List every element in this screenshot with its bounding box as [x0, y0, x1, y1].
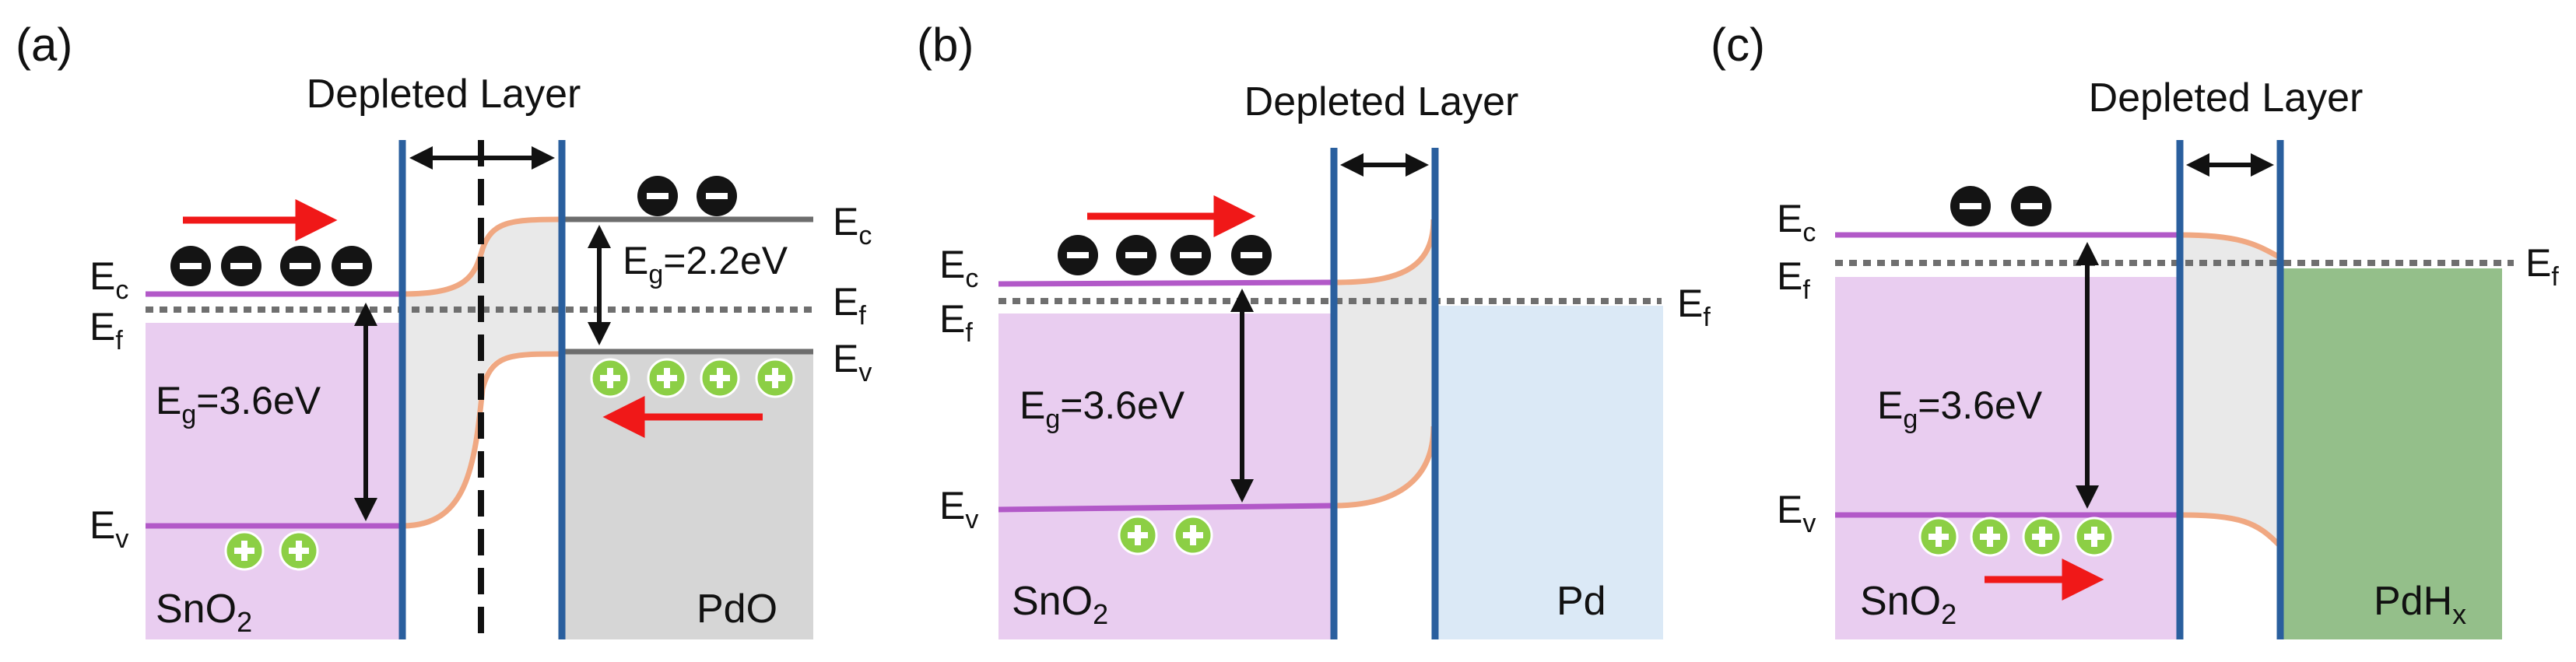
hole [1173, 515, 1213, 555]
pdo-ev-label: Ev [833, 337, 872, 387]
pdhx-material-label: PdHx [2374, 579, 2466, 630]
depletion-region [1334, 219, 1434, 506]
conduction-bend-curve [402, 216, 563, 297]
sno2-bandgap-label: Eg=3.6eV [1877, 384, 2043, 434]
hole [1118, 515, 1158, 555]
electron [697, 176, 737, 216]
sno2-bandgap-label: Eg=3.6eV [156, 379, 321, 429]
sno2-material-label: SnO2 [156, 587, 252, 638]
depleted-layer-label: Depleted Layer [2089, 75, 2364, 121]
sno2-ec-label: Ec [89, 254, 128, 305]
electron [332, 246, 372, 286]
pdo-material-label: PdO [697, 587, 777, 632]
sno2-ec-line [998, 279, 1335, 287]
valence-bend-curve [2179, 512, 2281, 547]
electron [1950, 186, 1991, 226]
hole [647, 358, 687, 398]
sno2-region [998, 313, 1334, 639]
pdo-ec-label: Ec [833, 200, 872, 250]
sno2-ef-label: Ef [1777, 254, 1810, 305]
panel-label: (a) [16, 19, 72, 71]
pdo-ef-label: Ef [833, 280, 866, 331]
electron [170, 246, 211, 286]
hole [700, 358, 740, 398]
sno2-material-label: SnO2 [1012, 579, 1108, 630]
hole [1918, 517, 1959, 557]
sno2-ev-line [998, 503, 1335, 513]
sno2-ev-label: Ev [89, 503, 128, 554]
depletion-region [2180, 235, 2279, 545]
electron [1170, 235, 1211, 275]
depleted-layer-label: Depleted Layer [1244, 79, 1519, 124]
hole [2074, 517, 2114, 557]
valence-bend-curve [402, 351, 563, 529]
pdo-bandgap-label: Eg=2.2eV [623, 239, 788, 289]
sno2-ev-label: Ev [939, 484, 978, 534]
hole [2022, 517, 2062, 557]
electron [637, 176, 678, 216]
pd-ef-label: Ef [1677, 282, 1711, 332]
panel-b: Depleted Layer (b) Ec Ef Ev Eg=3.6eV SnO… [917, 19, 1711, 639]
sno2-material-label: SnO2 [1860, 579, 1957, 630]
pdhx-region [2282, 268, 2502, 639]
electron [1231, 235, 1272, 275]
pdhx-ef-label: Ef [2525, 241, 2559, 292]
pd-material-label: Pd [1556, 579, 1606, 624]
sno2-ef-label: Ef [89, 305, 123, 356]
hole [1970, 517, 2010, 557]
sno2-ev-label: Ev [1777, 488, 1816, 538]
depletion-region [402, 219, 562, 526]
sno2-bandgap-label: Eg=3.6eV [1020, 384, 1185, 434]
hole [279, 531, 319, 571]
hole [755, 358, 795, 398]
electron [1058, 235, 1098, 275]
hole [590, 358, 630, 398]
electron [2011, 186, 2051, 226]
panel-a: Depleted Layer (a) Ec Ef Ev Eg=3.6eV SnO… [16, 19, 872, 639]
sno2-ec-label: Ec [1777, 197, 1816, 247]
depleted-layer-label: Depleted Layer [307, 72, 581, 117]
conduction-bend-curve [2179, 232, 2280, 260]
electron [221, 246, 261, 286]
sno2-ef-label: Ef [939, 297, 973, 348]
panel-c: Depleted Layer (c) Ec Ef Ev Eg=3.6eV SnO… [1711, 19, 2559, 639]
electron [1116, 235, 1156, 275]
electron [280, 246, 321, 286]
panel-label: (b) [917, 19, 974, 71]
pd-region [1437, 306, 1663, 639]
hole [224, 531, 265, 571]
panel-label: (c) [1711, 19, 1765, 71]
sno2-ec-label: Ec [939, 243, 978, 293]
